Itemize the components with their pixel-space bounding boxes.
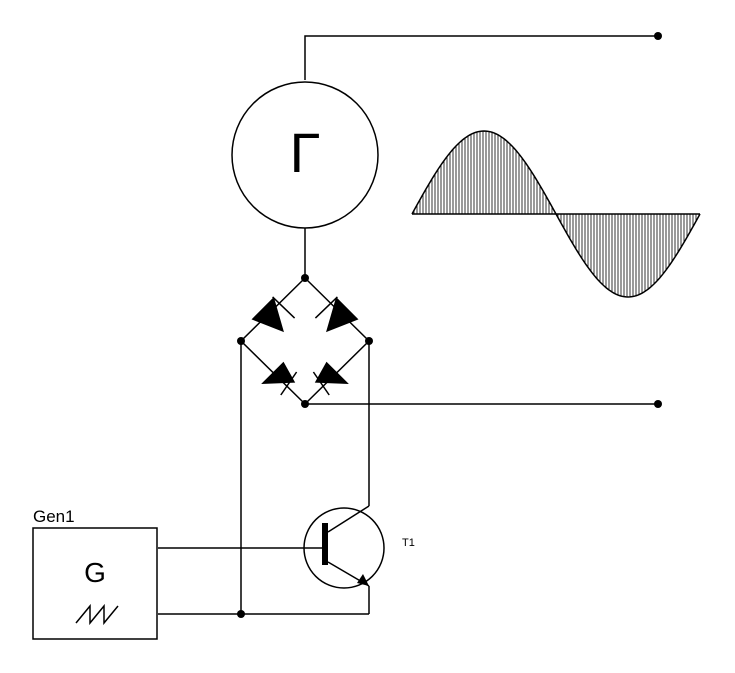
transistor-t1: T1 [158,505,415,614]
transistor-label: T1 [402,537,415,549]
bottom-output-wire [305,400,662,408]
signal-generator-gen1: Gen1 G [32,507,158,640]
top-output-wire [304,32,662,80]
generator-box[interactable] [32,527,158,640]
diode-upper-right [314,296,359,333]
generator-name-label: Gen1 [33,507,75,526]
diode-lower-right [312,361,349,396]
diode-lower-left [261,361,298,396]
bottom-output-terminal[interactable] [654,400,662,408]
top-output-terminal[interactable] [654,32,662,40]
return-junction-node [237,610,245,618]
bridge-top-node [301,274,309,282]
alternator-label: Γ [290,121,321,184]
generator-letter: G [84,557,106,588]
alternator-symbol: Γ [231,81,379,229]
diode-upper-left [251,296,296,333]
sawtooth-wave-icon [75,603,119,626]
bridge-rectifier [237,274,373,408]
output-waveform [411,130,701,298]
